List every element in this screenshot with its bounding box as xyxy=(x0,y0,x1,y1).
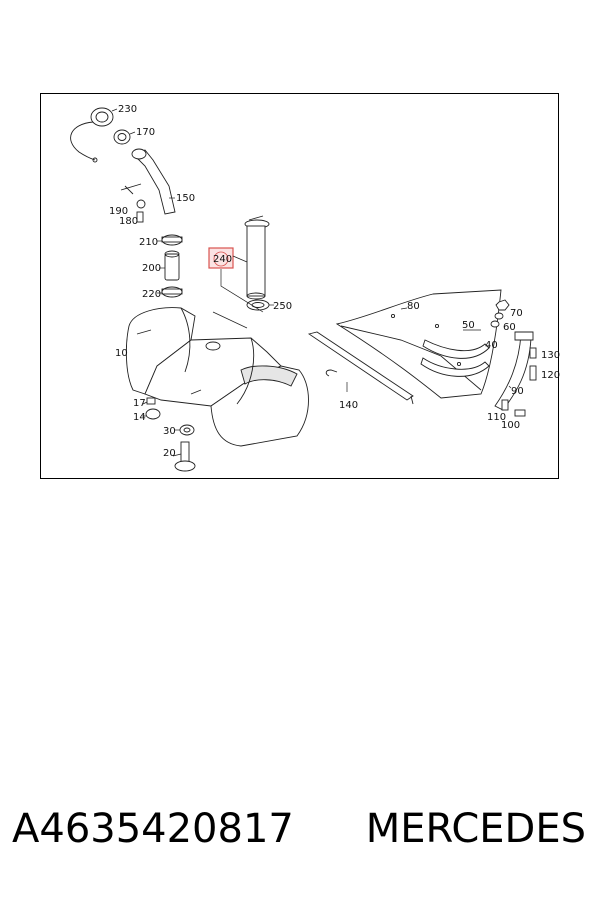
label-190: 190 xyxy=(109,206,128,217)
seal-ring-170 xyxy=(113,129,131,145)
label-230: 230 xyxy=(118,104,137,115)
label-170: 170 xyxy=(136,127,155,138)
label-240: 240 xyxy=(213,254,232,265)
label-50: 50 xyxy=(462,320,475,331)
bolt-110 xyxy=(501,399,509,411)
label-30: 30 xyxy=(163,426,176,437)
label-220: 220 xyxy=(142,289,161,300)
nut-70 xyxy=(495,299,510,311)
hose-clamp-220 xyxy=(161,286,183,298)
parts-diagram: 230 170 150 190 180 210 200 xyxy=(40,93,560,479)
filler-neck-150 xyxy=(120,148,176,215)
drain-screw-20 xyxy=(174,441,196,472)
washer-60a xyxy=(494,312,504,320)
screw-190 xyxy=(136,199,146,209)
label-110: 110 xyxy=(487,412,506,423)
label-20: 20 xyxy=(163,448,176,459)
label-40: 40 xyxy=(485,340,498,351)
hose-200 xyxy=(164,253,180,281)
label-120: 120 xyxy=(541,370,560,381)
drain-plug-17 xyxy=(146,397,156,405)
label-60: 60 xyxy=(503,322,516,333)
label-80: 80 xyxy=(407,301,420,312)
label-17: 17 xyxy=(133,398,146,409)
label-200: 200 xyxy=(142,263,161,274)
label-130: 130 xyxy=(541,350,560,361)
label-150: 150 xyxy=(176,193,195,204)
rail-140 xyxy=(307,331,414,405)
washer-14 xyxy=(145,408,161,420)
part-number: A4635420817 xyxy=(12,806,294,852)
label-14: 14 xyxy=(133,412,146,423)
fuel-sender-unit xyxy=(244,215,270,300)
fuel-tank-exploded-view: 230 170 150 190 180 210 200 xyxy=(70,104,560,472)
strap-50-b xyxy=(420,357,490,377)
label-210: 210 xyxy=(139,237,158,248)
fuel-cap xyxy=(70,107,114,163)
label-70: 70 xyxy=(510,308,523,319)
label-100: 100 xyxy=(501,420,520,431)
bracket-90 xyxy=(494,333,532,411)
product-caption: A4635420817 MERCEDES xyxy=(0,800,600,860)
label-90: 90 xyxy=(511,386,524,397)
fuel-tank-10 xyxy=(125,307,309,447)
label-140: 140 xyxy=(339,400,358,411)
label-10: 10 xyxy=(115,348,128,359)
bolt-120 xyxy=(529,365,537,381)
bolt-130 xyxy=(529,347,537,359)
clip-140 xyxy=(325,369,338,377)
brand-name: MERCEDES xyxy=(365,806,586,852)
bolt-100 xyxy=(514,409,526,417)
seal-30 xyxy=(179,424,195,436)
bolt-180 xyxy=(136,211,144,223)
strap-50-a xyxy=(422,339,490,359)
hose-clamp-210 xyxy=(161,234,183,246)
label-180: 180 xyxy=(119,216,138,227)
label-250: 250 xyxy=(273,301,292,312)
washer-60b xyxy=(490,320,500,328)
